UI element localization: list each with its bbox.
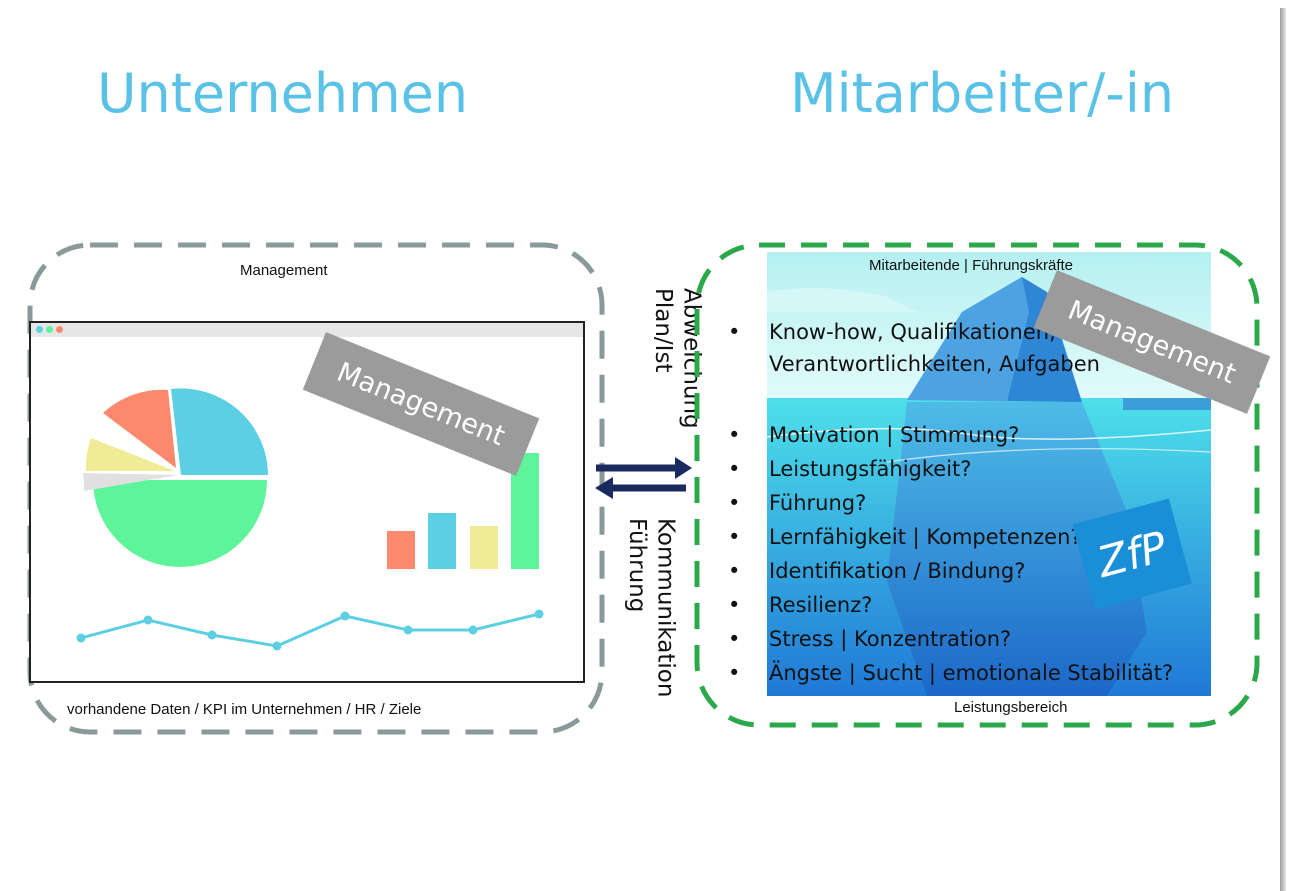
item-fuehrung: Führung?	[769, 491, 867, 515]
bullet: •	[728, 423, 741, 447]
above-water-item-continued: Verantwortlichkeiten, Aufgaben	[728, 348, 1100, 380]
bar-1	[387, 531, 415, 569]
bullet: •	[728, 661, 741, 685]
below-water-item: • Leistungsfähigkeit?	[728, 452, 1173, 486]
above-water-text-2: Verantwortlichkeiten, Aufgaben	[769, 352, 1100, 376]
label-abweichung-line2: Plan/Ist	[649, 288, 676, 373]
item-stress: Stress | Konzentration?	[769, 627, 1012, 651]
label-kommunikation: Kommunikation Führung	[622, 518, 680, 697]
iceberg-graphic	[767, 252, 1211, 696]
bullet: •	[728, 627, 741, 651]
line-point	[272, 641, 282, 651]
below-water-item: • Lernfähigkeit | Kompetenzen?	[728, 520, 1173, 554]
iceberg-underwater	[887, 402, 1147, 696]
line-point	[403, 625, 413, 635]
dashboard-graphics	[76, 388, 544, 651]
pie-slice-blue	[171, 388, 268, 475]
bullet: •	[728, 525, 741, 549]
label-abweichung-line1: Abweichung	[678, 288, 705, 429]
arrow-right	[596, 457, 692, 479]
bar-3	[470, 526, 498, 569]
window-dot-blue	[36, 326, 43, 333]
line-point	[143, 615, 153, 625]
iceberg-highlight	[907, 277, 1029, 402]
left-top-caption: Management	[240, 262, 328, 279]
below-water-item: • Resilienz?	[728, 588, 1173, 622]
bar-2	[428, 513, 456, 569]
pie-chart	[83, 388, 268, 567]
pie-slice-orange	[103, 389, 176, 468]
line-point	[76, 633, 86, 643]
below-water-item: • Motivation | Stimmung?	[728, 418, 1173, 452]
exchange-arrows	[595, 457, 692, 499]
below-water-item: • Führung?	[728, 486, 1173, 520]
item-identifikation: Identifikation / Bindung?	[769, 559, 1026, 583]
pie-slice-gray	[83, 473, 178, 491]
right-bottom-caption: Leistungsbereich	[954, 699, 1068, 716]
slide-edge-shadow	[1280, 8, 1286, 891]
item-lernfaehigkeit: Lernfähigkeit | Kompetenzen?	[769, 525, 1082, 549]
above-water-item: • Know-how, Qualifikationen,	[728, 316, 1100, 348]
item-resilienz: Resilienz?	[769, 593, 873, 617]
label-kommunikation-line1: Kommunikation	[652, 518, 679, 698]
title-mitarbeiter: Mitarbeiter/-in	[790, 62, 1175, 125]
bullet: •	[728, 559, 741, 583]
wave-line	[767, 427, 1211, 440]
line-point	[534, 609, 544, 619]
line-chart	[76, 609, 544, 651]
below-water-item: • Ängste | Sucht | emotionale Stabilität?	[728, 656, 1173, 690]
bullet: •	[728, 320, 741, 344]
right-top-caption: Mitarbeitende | Führungskräfte	[869, 257, 1074, 274]
item-motivation: Motivation | Stimmung?	[769, 423, 1020, 447]
dashboard-window	[29, 321, 585, 683]
label-kommunikation-line2: Führung	[623, 518, 650, 613]
below-water-item: • Identifikation / Bindung?	[728, 554, 1173, 588]
bullet: •	[728, 491, 741, 515]
window-dot-red	[56, 326, 63, 333]
item-aengste: Ängste | Sucht | emotionale Stabilität?	[769, 661, 1174, 685]
pie-slice-yellow	[85, 438, 175, 471]
bullet: •	[728, 593, 741, 617]
window-titlebar	[31, 323, 583, 337]
floe	[1123, 398, 1211, 410]
wave-line	[886, 448, 1211, 463]
title-unternehmen: Unternehmen	[97, 62, 469, 125]
item-leistungsfaehigkeit: Leistungsfähigkeit?	[769, 457, 972, 481]
above-water-text-1: Know-how, Qualifikationen,	[769, 320, 1056, 344]
line-point	[468, 625, 478, 635]
window-dot-green	[46, 326, 53, 333]
below-water-list: • Motivation | Stimmung? • Leistungsfähigk…	[728, 418, 1173, 690]
left-bottom-caption: vorhandene Daten / KPI im Unternehmen / …	[67, 701, 422, 718]
cloud	[767, 288, 917, 312]
pie-slice-green	[93, 480, 267, 567]
iceberg-illustration	[767, 252, 1211, 696]
below-water-item: • Stress | Konzentration?	[728, 622, 1173, 656]
arrow-left	[595, 477, 686, 499]
line-point	[207, 630, 217, 640]
label-abweichung: Abweichung Plan/Ist	[648, 288, 706, 429]
above-water-list: • Know-how, Qualifikationen, Verantwortli…	[728, 316, 1100, 380]
bullet: •	[728, 457, 741, 481]
line-point	[340, 611, 350, 621]
